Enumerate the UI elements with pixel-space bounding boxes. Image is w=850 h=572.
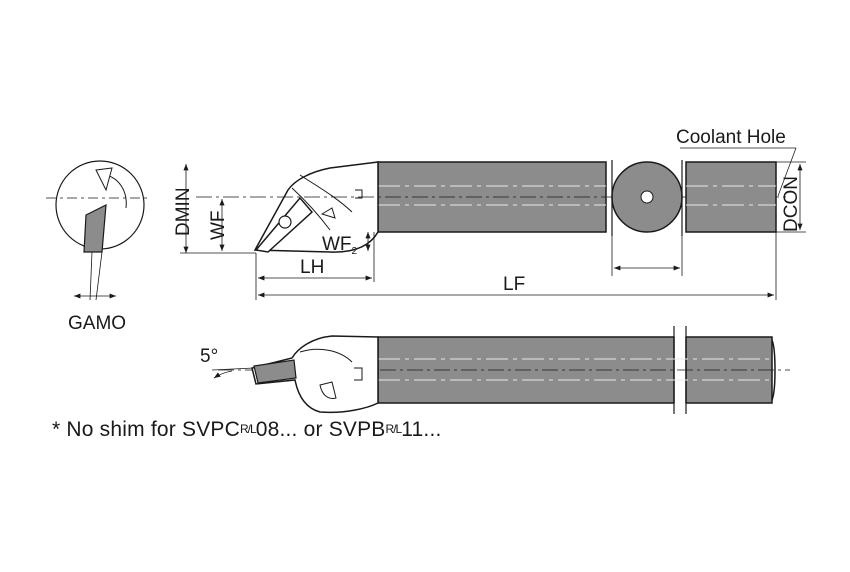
coolant-hole-label: Coolant Hole [676,127,786,148]
top-shank-end [685,161,777,233]
gamo-label: GAMO [68,313,126,334]
bottom-shank-end [685,336,773,404]
note-prefix: * No shim for SVPC [52,418,240,441]
note-middle: 08... or SVPB [255,418,386,441]
bottom-view: 5° [200,326,790,414]
dmin-label: DMIN [173,187,194,236]
lh-label: LH [300,257,324,278]
angle-label: 5° [200,346,218,367]
dcon-label: DCON [781,176,802,232]
bottom-head [251,335,379,414]
top-view: DCON Coolant Hole DMIN WF WF2 LH LF [173,127,806,300]
gamo-detail: GAMO [46,160,150,334]
note-suffix: 11... [401,418,442,441]
footnote: * No shim for SVPCR/L08... or SVPBR/L11.… [52,418,442,442]
wf-label: WF [208,210,229,240]
note-fraction-2: R/L [385,422,403,436]
wf2-label: WF2 [322,234,358,257]
note-fraction-1: R/L [240,422,257,436]
lf-label: LF [503,274,525,295]
bottom-insert [253,359,297,384]
